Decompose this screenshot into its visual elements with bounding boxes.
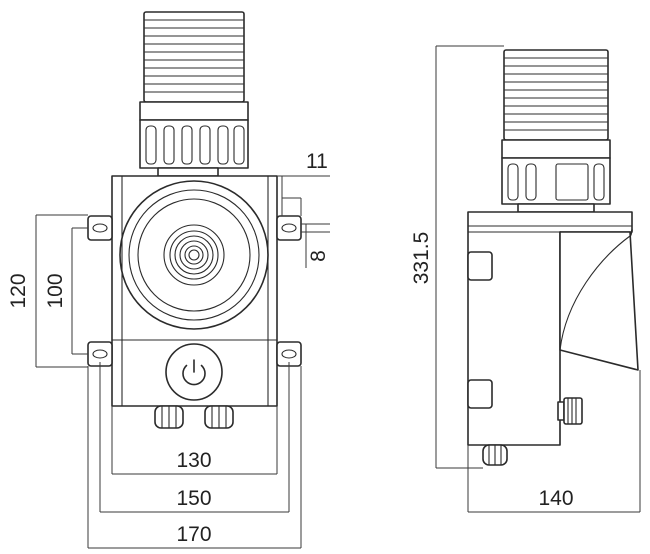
front-cable-glands: [154, 405, 234, 429]
dim-label-331-5: 331.5: [410, 232, 433, 285]
dim-label-8: 8: [307, 250, 330, 262]
dim-label-170: 170: [176, 523, 211, 546]
dim-label-130: 130: [176, 449, 211, 472]
front-beacon: [139, 11, 249, 177]
dim-label-100: 100: [44, 273, 67, 308]
side-housing: [467, 211, 639, 466]
beacon-grip-slots: [145, 125, 245, 165]
front-mount-lugs: [87, 215, 302, 367]
side-dimensions: 331.5 140: [410, 45, 641, 513]
dim-label-150: 150: [176, 487, 211, 510]
side-beacon-ribs: [504, 57, 608, 131]
power-button: [165, 343, 223, 401]
beacon-ribs: [144, 19, 244, 93]
front-speaker: [119, 180, 269, 330]
dim-label-120: 120: [7, 273, 30, 308]
dim-label-140: 140: [538, 487, 573, 510]
side-view: [467, 49, 639, 466]
side-beacon-slots: [507, 163, 605, 201]
power-icon: [182, 359, 206, 386]
side-beacon: [501, 49, 611, 213]
front-view: [87, 11, 302, 429]
dim-label-11: 11: [306, 150, 328, 173]
front-dimensions: 120 100 11 8 130 150 170: [7, 150, 330, 549]
